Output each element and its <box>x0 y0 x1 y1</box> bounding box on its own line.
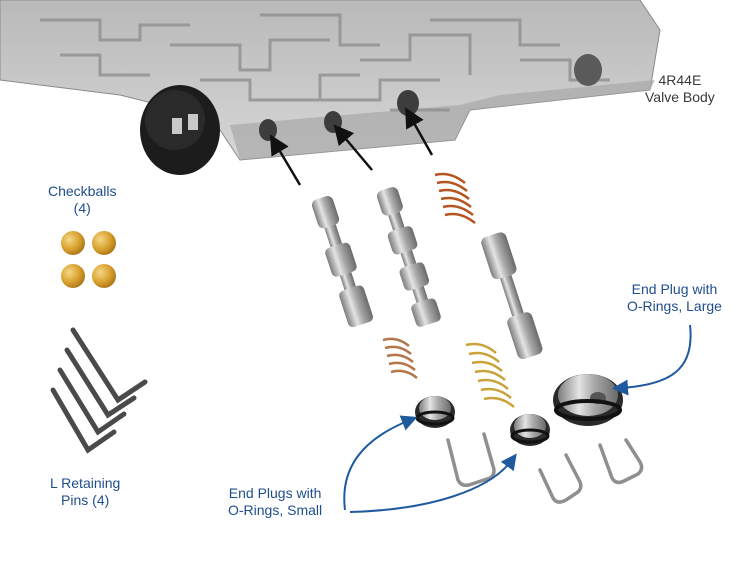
spring-small-1 <box>382 337 418 379</box>
checkballs-label-line1: Checkballs <box>48 183 117 199</box>
valve-spool-1 <box>311 196 374 328</box>
curved-arrow-icon <box>343 324 692 513</box>
l-retaining-pins <box>50 327 148 454</box>
u-clips <box>446 432 644 504</box>
end-plug-small-1 <box>415 396 455 428</box>
end-plug-large-label-line2: O-Rings, Large <box>627 298 722 314</box>
valve-body-label-line1: 4R44E <box>658 72 702 88</box>
arrow-icon <box>269 107 434 186</box>
bore-1 <box>259 119 277 141</box>
checkballs-label-line2: (4) <box>73 200 91 216</box>
valve-spool-2 <box>376 187 441 327</box>
end-plugs-small-label-line2: O-Rings, Small <box>228 502 323 518</box>
valve-body-label: 4R44E Valve Body <box>645 72 715 106</box>
pins-label-line2: Pins (4) <box>61 492 110 508</box>
end-plug-large-label: End Plug with O-Rings, Large <box>627 281 722 315</box>
end-plug-large-label-line1: End Plug with <box>631 281 718 297</box>
end-plugs-small-label-line1: End Plugs with <box>228 485 322 501</box>
bore-2 <box>324 111 342 133</box>
valve-body-label-line2: Valve Body <box>645 89 715 105</box>
spring-gold <box>465 342 515 408</box>
bore-3 <box>397 90 419 116</box>
spring-red <box>434 172 476 224</box>
bore-4 <box>574 54 602 86</box>
end-plug-small-2 <box>510 414 550 446</box>
checkballs <box>61 231 116 288</box>
pins-label-line1: L Retaining <box>50 475 121 491</box>
pins-label: L Retaining Pins (4) <box>50 475 120 509</box>
solenoid <box>140 85 220 175</box>
end-plug-large <box>553 374 623 426</box>
valve-spool-3 <box>481 232 543 360</box>
valve-body <box>0 0 661 175</box>
checkballs-label: Checkballs (4) <box>48 183 116 217</box>
end-plugs-small-label: End Plugs with O-Rings, Small <box>228 485 322 519</box>
